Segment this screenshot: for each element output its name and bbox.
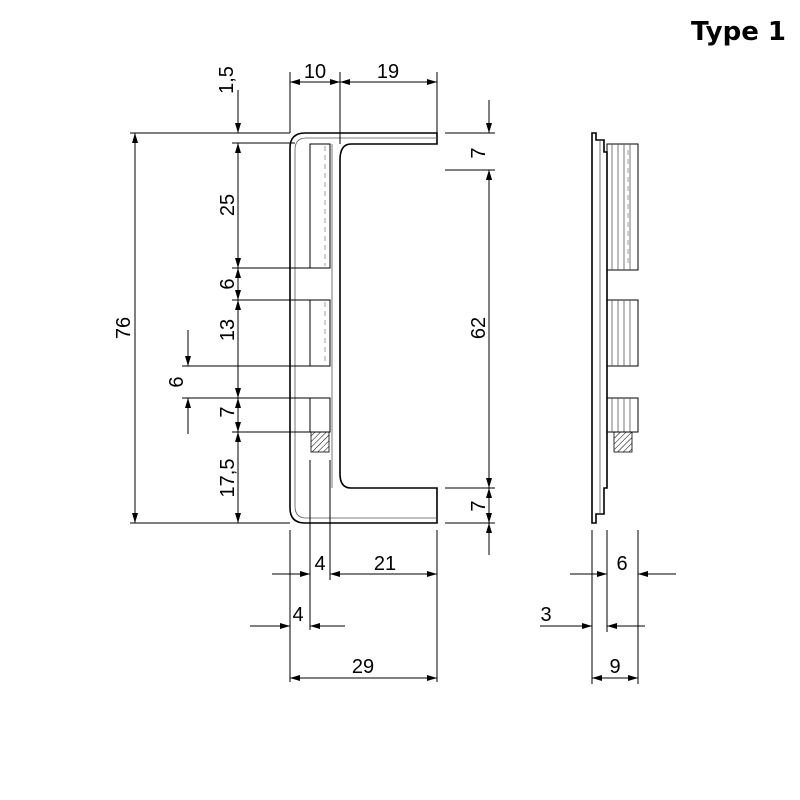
dim-17-5: 17,5: [217, 459, 239, 498]
dim-13: 13: [217, 319, 239, 341]
side-view-part: [591, 132, 639, 524]
dim-6-side: 6: [616, 553, 627, 575]
side-dimension-lines: [540, 530, 676, 684]
dim-4-a: 4: [314, 553, 325, 575]
dim-62: 62: [468, 317, 490, 339]
dim-29: 29: [352, 656, 374, 678]
dim-25: 25: [217, 194, 239, 216]
dim-7-left: 7: [217, 406, 239, 417]
front-extension-lines: [130, 72, 495, 682]
dim-7-bottom: 7: [468, 500, 490, 511]
dim-1-5: 1,5: [216, 66, 238, 94]
dim-9: 9: [609, 656, 620, 678]
dim-7-top: 7: [468, 147, 490, 158]
front-view-part: [289, 132, 438, 524]
dim-6-a: 6: [217, 278, 239, 289]
dim-19: 19: [377, 61, 399, 83]
dim-21: 21: [374, 553, 396, 575]
bottom-dimension-lines: [250, 571, 437, 681]
drawing-title: Type 1: [691, 17, 786, 47]
dim-6-b: 6: [166, 376, 188, 387]
dim-4-b: 4: [292, 604, 303, 626]
dim-10: 10: [304, 61, 326, 83]
dim-3: 3: [540, 604, 551, 626]
top-dimension-lines: [235, 79, 437, 133]
left-dimension-lines: [132, 133, 241, 523]
dim-76: 76: [113, 317, 135, 339]
